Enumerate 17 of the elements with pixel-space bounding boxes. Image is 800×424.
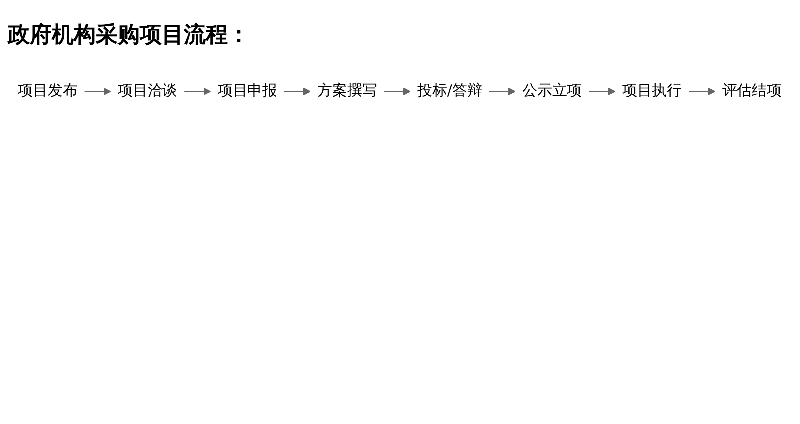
title: 政府机构采购项目流程： xyxy=(8,21,250,50)
arrow xyxy=(689,88,716,96)
node-text: 公示立项 xyxy=(522,82,582,100)
node-text: 项目洽谈 xyxy=(118,82,178,100)
arrow xyxy=(184,88,212,96)
arrow xyxy=(489,88,516,96)
arrow xyxy=(589,88,616,96)
node-text: 项目执行 xyxy=(622,82,682,100)
arrow xyxy=(84,88,112,96)
arrow xyxy=(384,88,411,96)
node-text: 项目发布 xyxy=(18,82,78,100)
arrow xyxy=(284,88,312,96)
node-text: 方案撰写 xyxy=(318,82,378,100)
node-text: 项目申报 xyxy=(218,82,278,100)
node-text: 评估结项 xyxy=(722,82,782,100)
flow-diagram: 项目发布 项目洽谈 项目申报 方案撰写 投标/答辩 公示立项 项目执行 评估结项 xyxy=(4,70,796,114)
node-text: 投标/答辩 xyxy=(418,82,482,100)
